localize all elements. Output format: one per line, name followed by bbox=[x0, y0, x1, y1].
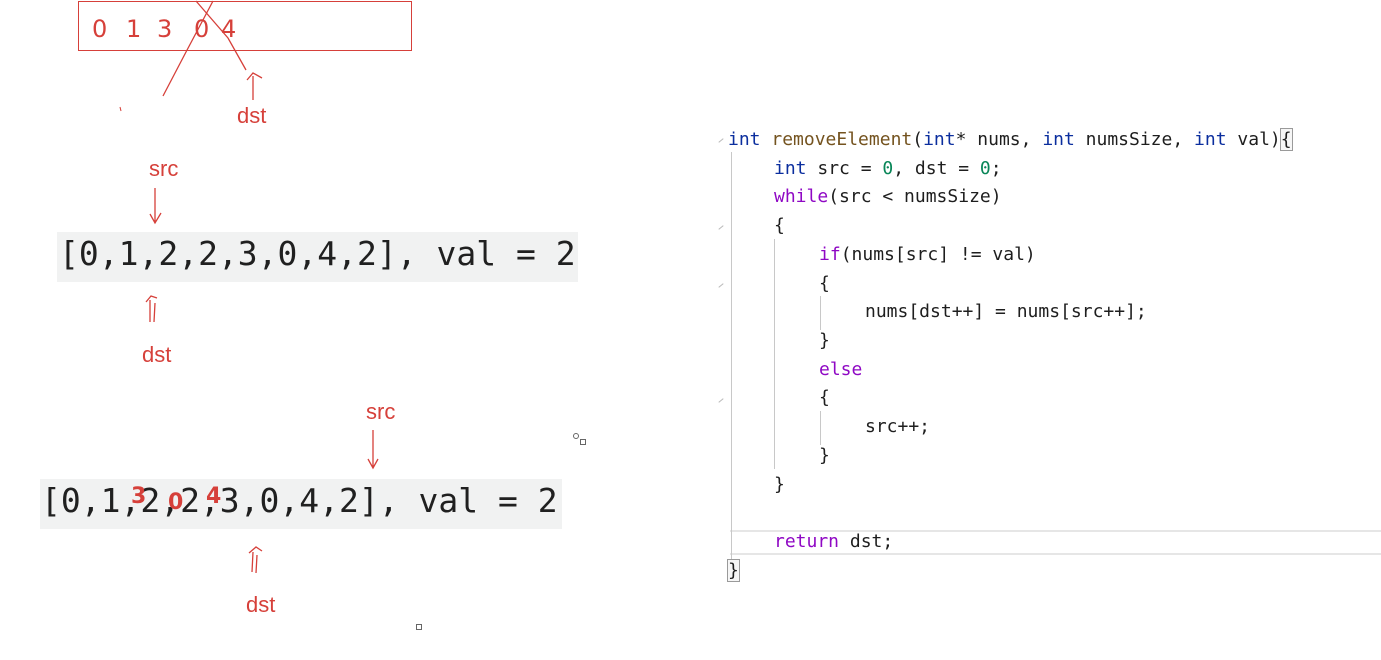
annotation-result-box bbox=[78, 1, 412, 51]
code-line-brace: { bbox=[774, 215, 785, 236]
code-line-assign: nums[dst++] = nums[src++]; bbox=[865, 301, 1147, 322]
ink-dst-arrow-2 bbox=[248, 546, 263, 574]
code-editor[interactable]: int removeElement(int* nums, int numsSiz… bbox=[714, 124, 1381, 594]
array-example-2: [0,1,2,2,3,0,4,2], val = 2 bbox=[40, 479, 562, 529]
code-line-return: return dst; bbox=[774, 531, 894, 552]
box-digit: 0 bbox=[92, 15, 108, 43]
overwrite-digit: 0 bbox=[168, 490, 184, 515]
overwrite-digit: 4 bbox=[206, 484, 222, 509]
code-line-brace: } bbox=[774, 474, 785, 495]
ink-src-arrow-1 bbox=[149, 188, 162, 225]
indent-guide bbox=[731, 152, 732, 582]
ink-src-arrow-2 bbox=[367, 430, 379, 470]
dst-label-1: dst bbox=[142, 342, 172, 367]
code-line-final-brace: } bbox=[727, 559, 740, 582]
box-digit: 1 bbox=[126, 15, 142, 43]
current-line-highlight bbox=[730, 530, 1381, 555]
overwrite-digit: 3 bbox=[131, 484, 147, 509]
array-example-1: [0,1,2,2,3,0,4,2], val = 2 bbox=[57, 232, 578, 282]
box-digit: 0 bbox=[194, 15, 210, 43]
code-line-if: if(nums[src] != val) bbox=[819, 244, 1036, 265]
code-line-else: else bbox=[819, 359, 863, 380]
code-line-brace: } bbox=[819, 330, 830, 351]
box-digit: 4 bbox=[221, 15, 237, 43]
cursor-icon bbox=[573, 433, 579, 439]
ink-stray-mark bbox=[119, 106, 122, 112]
dst-label-top: dst bbox=[237, 103, 267, 128]
code-line-decl: int src = 0, dst = 0; bbox=[774, 158, 1002, 179]
ink-dst-arrow-top bbox=[246, 72, 263, 100]
ink-dst-arrow-1 bbox=[145, 295, 158, 323]
code-line-signature: int removeElement(int* nums, int numsSiz… bbox=[728, 128, 1293, 151]
src-label-2: src bbox=[366, 399, 396, 424]
code-line-brace: } bbox=[819, 445, 830, 466]
code-line-brace: { bbox=[819, 387, 830, 408]
indent-guide bbox=[820, 296, 821, 330]
resize-handle-icon bbox=[416, 624, 422, 630]
code-line-src-inc: src++; bbox=[865, 416, 931, 437]
dst-label-2: dst bbox=[246, 592, 276, 617]
src-label-1: src bbox=[149, 156, 179, 181]
resize-handle-icon bbox=[580, 439, 586, 445]
indent-guide bbox=[774, 239, 775, 469]
box-digit: 3 bbox=[157, 15, 173, 43]
indent-guide bbox=[820, 411, 821, 445]
code-line-while: while(src < numsSize) bbox=[774, 186, 1002, 207]
code-line-brace: { bbox=[819, 273, 830, 294]
